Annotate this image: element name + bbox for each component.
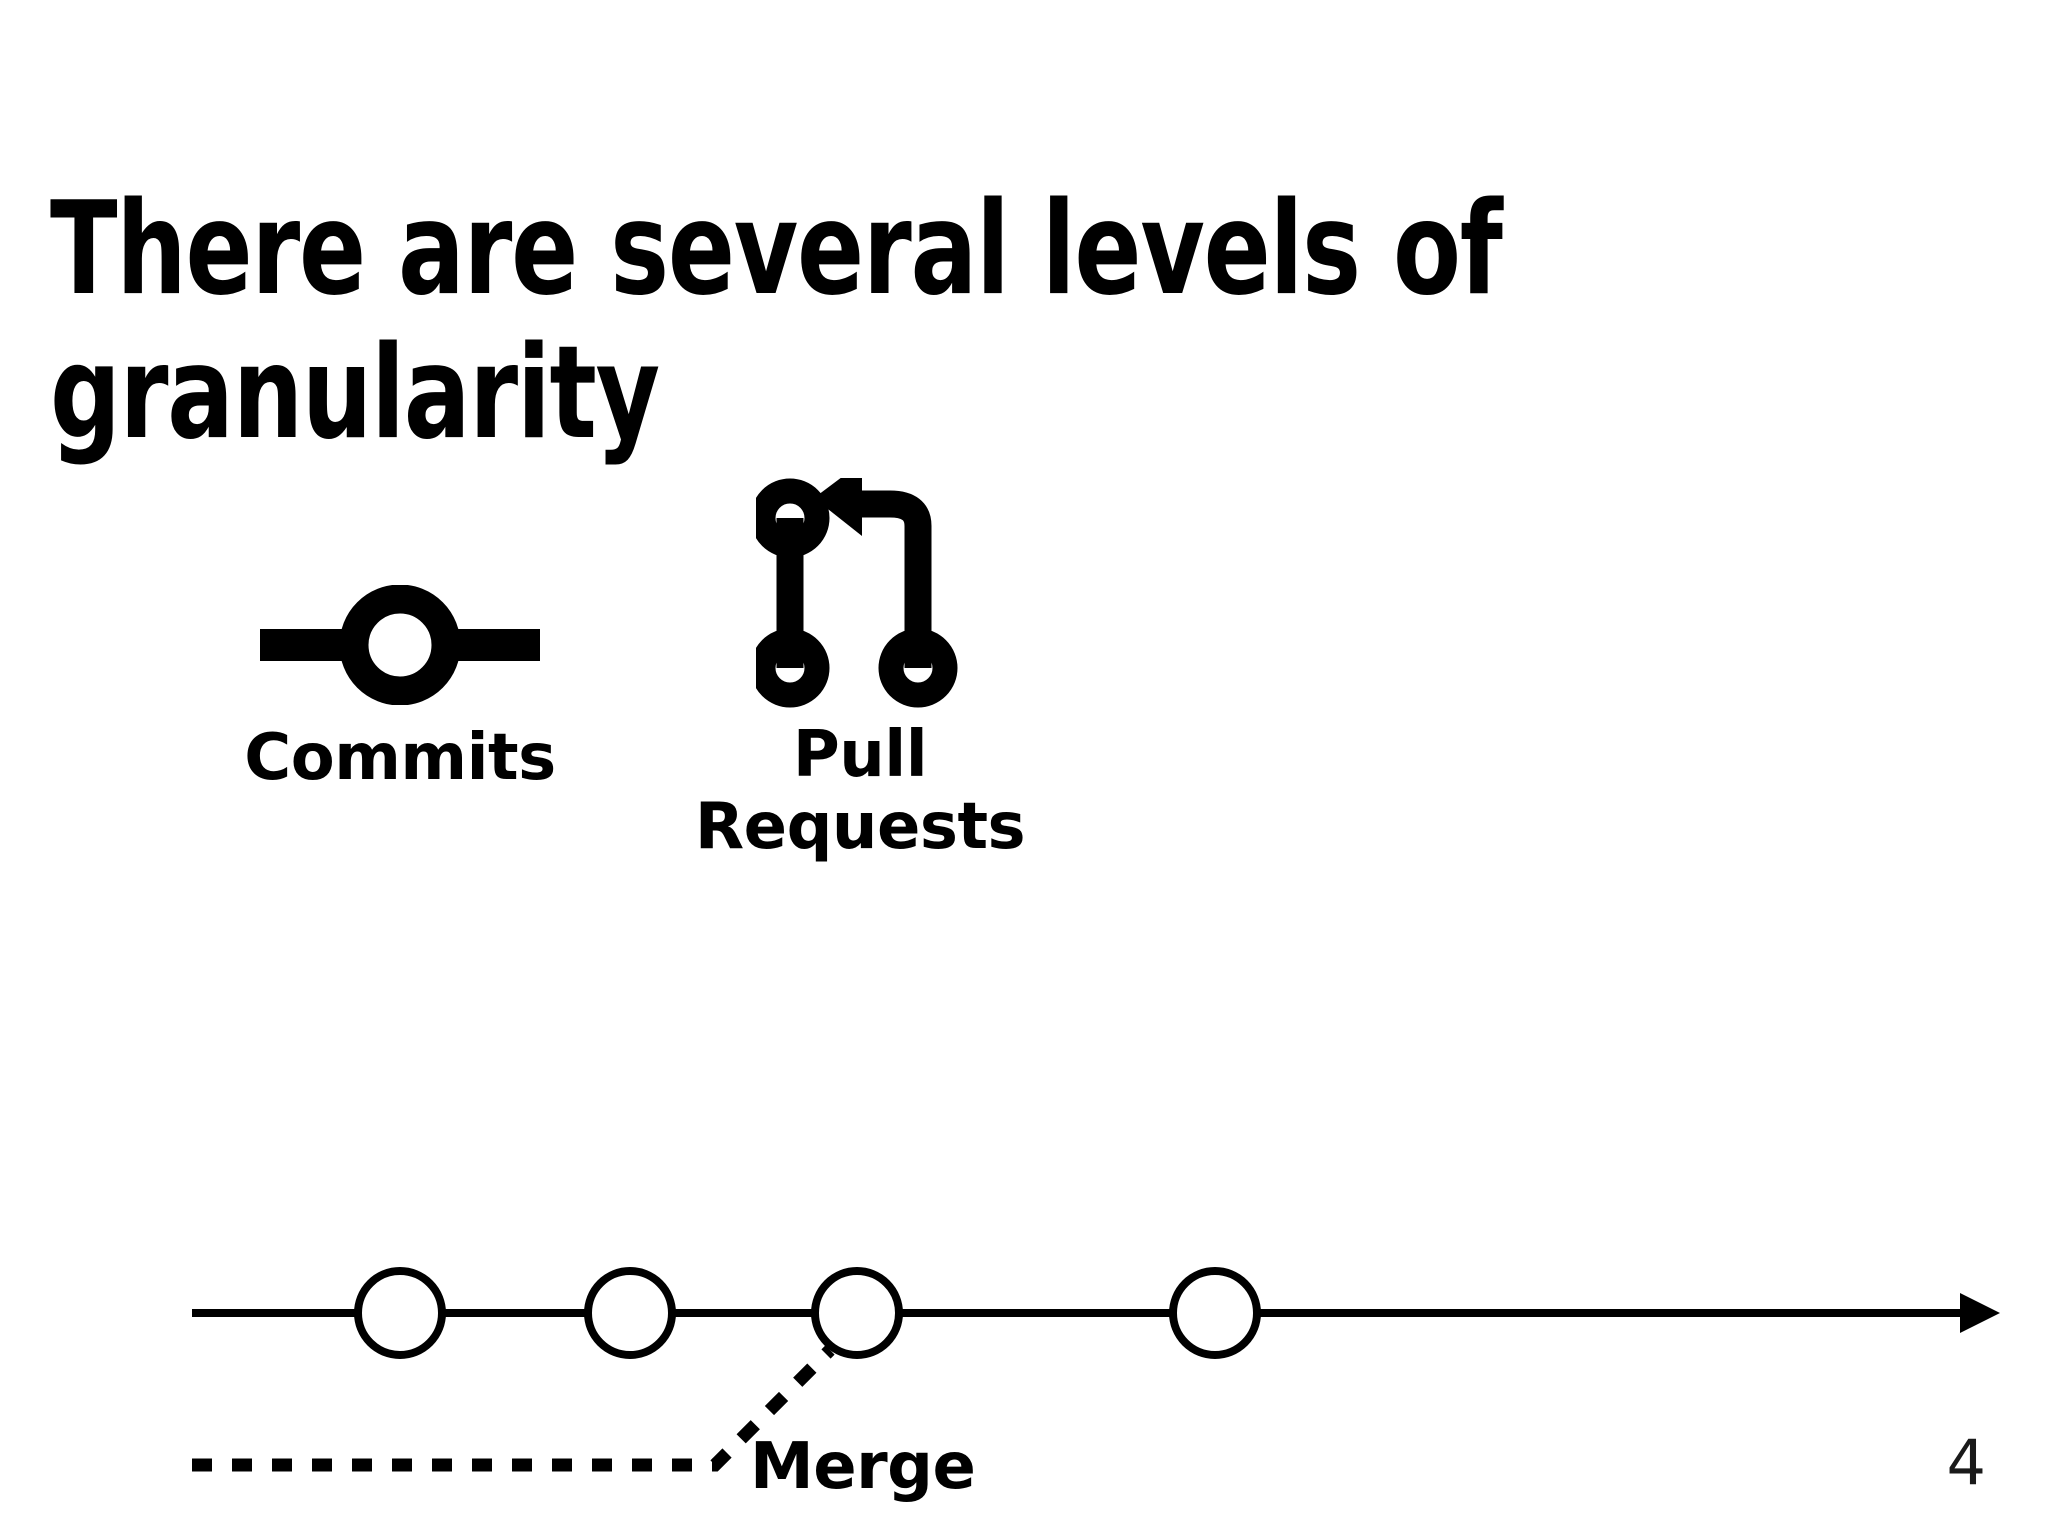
git-commit-icon xyxy=(260,585,540,705)
page-number: 4 xyxy=(1946,1426,1986,1499)
git-pull-request-icon-wrap xyxy=(640,470,1080,715)
feature-branch-dashed-line xyxy=(192,1345,835,1472)
granularity-item-commits: Commits xyxy=(180,580,620,794)
main-branch-arrowhead xyxy=(1960,1293,2000,1333)
commit-node xyxy=(1169,1267,1261,1359)
granularity-label-commits: Commits xyxy=(244,721,556,795)
granularity-label-pull-requests: Pull Requests xyxy=(694,718,1026,865)
merge-commit-node xyxy=(811,1267,903,1359)
commit-node xyxy=(584,1267,676,1359)
commit-node xyxy=(354,1267,446,1359)
merge-label: Merge xyxy=(750,1430,976,1504)
page-title: There are several levels of granularity xyxy=(50,174,1503,469)
git-commit-icon-wrap xyxy=(180,580,620,710)
granularity-item-pull-requests: Pull Requests xyxy=(640,470,1080,864)
git-pull-request-icon xyxy=(756,477,958,707)
commit-timeline-diagram xyxy=(192,1267,2000,1472)
